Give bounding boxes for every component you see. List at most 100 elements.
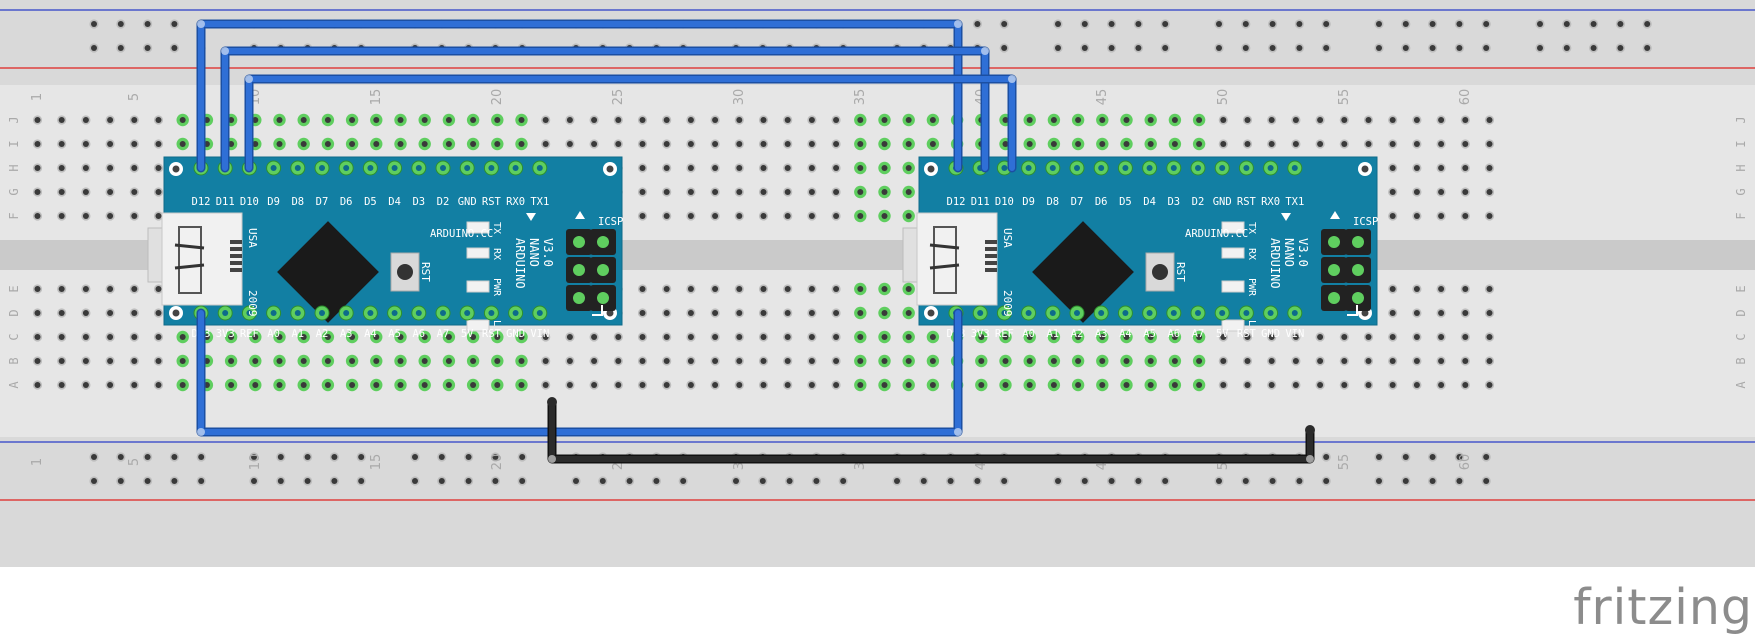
terminal-hole-center xyxy=(663,310,670,316)
terminal-hole-center xyxy=(82,189,89,195)
terminal-hole-center xyxy=(784,382,791,388)
terminal-hole-center xyxy=(1171,141,1178,147)
terminal-hole-center xyxy=(349,382,356,388)
terminal-hole-center xyxy=(1268,117,1275,123)
header-pin-hole xyxy=(488,165,495,171)
terminal-hole-center xyxy=(155,189,162,195)
terminal-hole-center xyxy=(639,358,646,364)
terminal-hole-center xyxy=(1365,358,1372,364)
terminal-hole-center xyxy=(155,382,162,388)
terminal-hole-center xyxy=(712,310,719,316)
rail-hole-center xyxy=(920,478,927,484)
terminal-hole-center xyxy=(155,213,162,219)
terminal-hole-center xyxy=(58,286,65,292)
terminal-hole-center xyxy=(760,334,767,340)
terminal-hole-center xyxy=(1050,334,1057,340)
header-pin-hole xyxy=(319,310,325,316)
rail-hole-center xyxy=(1483,478,1490,484)
terminal-hole-center xyxy=(881,213,888,219)
terminal-hole-center xyxy=(228,382,235,388)
terminal-hole-center xyxy=(808,334,815,340)
rail-hole-center xyxy=(626,478,633,484)
pin-label-bottom: 3V3 xyxy=(216,328,235,340)
fritzing-logo: fritzing xyxy=(1573,579,1753,636)
terminal-hole-center xyxy=(687,358,694,364)
terminal-hole-center xyxy=(1413,117,1420,123)
terminal-hole-center xyxy=(276,382,283,388)
terminal-hole-center xyxy=(1292,334,1299,340)
mount-hole-center xyxy=(606,309,614,317)
terminal-hole-center xyxy=(1413,310,1420,316)
terminal-hole-center xyxy=(58,141,65,147)
rail-hole-center xyxy=(1216,478,1222,484)
terminal-hole-center xyxy=(518,141,525,147)
header-pin-hole xyxy=(415,165,422,171)
wire-d10-to-d10 xyxy=(246,76,1015,171)
rail-hole-center xyxy=(759,478,766,484)
terminal-hole-center xyxy=(712,382,719,388)
terminal-hole-center xyxy=(760,117,767,123)
terminal-hole-center xyxy=(639,189,646,195)
header-pin-hole xyxy=(1074,165,1080,171)
terminal-hole-center xyxy=(760,286,767,292)
terminal-hole-center xyxy=(1026,117,1033,123)
terminal-hole-center xyxy=(712,334,719,340)
terminal-hole-center xyxy=(82,358,89,364)
rail-hole-center xyxy=(251,478,257,484)
terminal-hole-center xyxy=(1171,334,1178,340)
header-pin-hole xyxy=(294,310,301,316)
header-pin-hole xyxy=(1122,165,1129,171)
terminal-hole-center xyxy=(978,382,985,388)
terminal-hole-center xyxy=(905,189,912,195)
rail-hole-center xyxy=(412,454,418,460)
rail-hole-center xyxy=(171,45,178,51)
arrow-mark xyxy=(526,213,536,221)
terminal-hole-center xyxy=(445,117,452,123)
terminal-hole-center xyxy=(1171,358,1178,364)
terminal-hole-center xyxy=(1413,334,1420,340)
rail-hole-center xyxy=(1323,478,1330,484)
rail-hole-center xyxy=(277,454,284,460)
terminal-hole-center xyxy=(1075,117,1082,123)
terminal-hole-center xyxy=(736,117,743,123)
terminal-hole-center xyxy=(349,334,356,340)
terminal-hole-center xyxy=(252,141,259,147)
rail-hole-center xyxy=(1001,45,1008,51)
terminal-hole-center xyxy=(1220,117,1227,123)
pin-label-bottom: A5 xyxy=(1143,328,1156,340)
terminal-hole-center xyxy=(252,334,259,340)
rail-hole-center xyxy=(1402,454,1409,460)
rail-hole-center xyxy=(573,478,579,484)
rail-hole-center xyxy=(1242,45,1249,51)
terminal-hole-center xyxy=(1123,141,1130,147)
terminal-hole-center xyxy=(1389,334,1396,340)
rail-hole-center xyxy=(974,478,981,484)
terminal-hole-center xyxy=(324,117,331,123)
rail-hole-center xyxy=(144,454,151,460)
terminal-hole-center xyxy=(929,141,936,147)
terminal-hole-center xyxy=(107,382,114,388)
terminal-hole-center xyxy=(421,358,428,364)
icsp-pin-pad xyxy=(573,292,585,304)
rail-hole-center xyxy=(1081,478,1088,484)
terminal-hole-center xyxy=(58,165,65,171)
terminal-hole-center xyxy=(131,117,138,123)
terminal-hole-center xyxy=(1196,117,1203,123)
header-pin-hole xyxy=(536,165,543,171)
header-pin-hole xyxy=(1122,310,1129,316)
terminal-hole-center xyxy=(712,165,719,171)
pin-label-top: D4 xyxy=(388,196,401,208)
icsp-label: ICSP xyxy=(598,216,623,228)
rail-hole-center xyxy=(519,454,526,460)
usb-pin xyxy=(985,247,997,251)
terminal-hole-center xyxy=(107,117,114,123)
top-power-rail xyxy=(0,0,1755,85)
terminal-hole-center xyxy=(421,382,428,388)
pin-label-bottom: A2 xyxy=(1071,328,1084,340)
terminal-hole-center xyxy=(1244,382,1251,388)
terminal-hole-center xyxy=(833,382,840,388)
terminal-hole-center xyxy=(1389,141,1396,147)
terminal-hole-center xyxy=(591,117,598,123)
terminal-hole-center xyxy=(131,213,138,219)
terminal-hole-center xyxy=(58,334,65,340)
